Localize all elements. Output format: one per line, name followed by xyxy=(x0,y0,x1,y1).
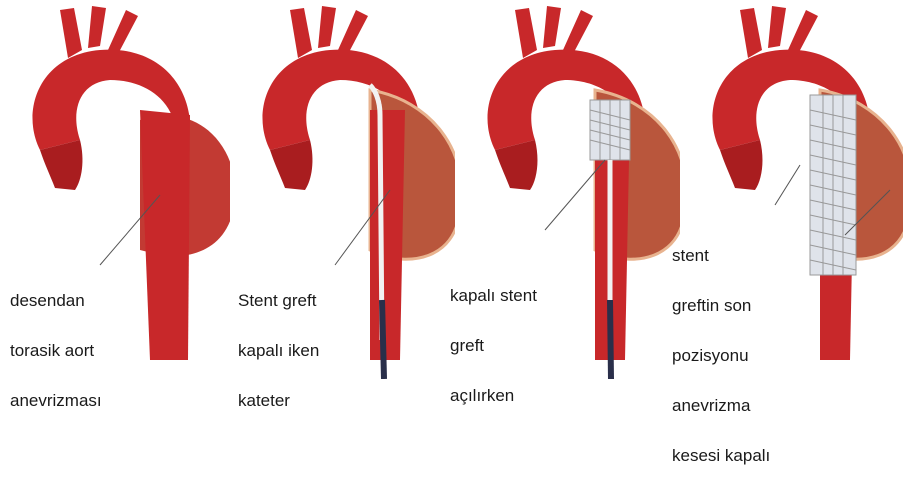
caption-line: kateter xyxy=(238,388,319,413)
descending-aorta xyxy=(370,110,405,360)
caption-line: kapalı iken xyxy=(238,338,319,363)
caption-panel-4: stent greftin son pozisyonu anevrizma ke… xyxy=(672,218,770,493)
caption-line: greftin son xyxy=(672,293,770,318)
caption-line: greft xyxy=(450,333,537,358)
caption-line: Stent greft xyxy=(238,288,319,313)
caption-line: anevrizması xyxy=(10,388,102,413)
descending-aorta xyxy=(140,110,190,360)
caption-line: pozisyonu xyxy=(672,343,770,368)
caption-line: stent xyxy=(672,243,770,268)
leader-line xyxy=(775,165,800,205)
caption-panel-1: desendan torasik aort anevrizması xyxy=(10,263,102,438)
caption-line: torasik aort xyxy=(10,338,102,363)
catheter xyxy=(610,300,611,379)
caption-panel-2: Stent greft kapalı iken kateter xyxy=(238,263,319,438)
caption-line: kesesi kapalı xyxy=(672,443,770,468)
caption-line: açılırken xyxy=(450,383,537,408)
caption-panel-3: kapalı stent greft açılırken xyxy=(450,258,537,433)
caption-line: kapalı stent xyxy=(450,283,537,308)
caption-line: desendan xyxy=(10,288,102,313)
stent-graft-diagram: desendan torasik aort anevrizması Stent … xyxy=(0,0,903,379)
catheter xyxy=(382,300,384,379)
caption-line: anevrizma xyxy=(672,393,770,418)
